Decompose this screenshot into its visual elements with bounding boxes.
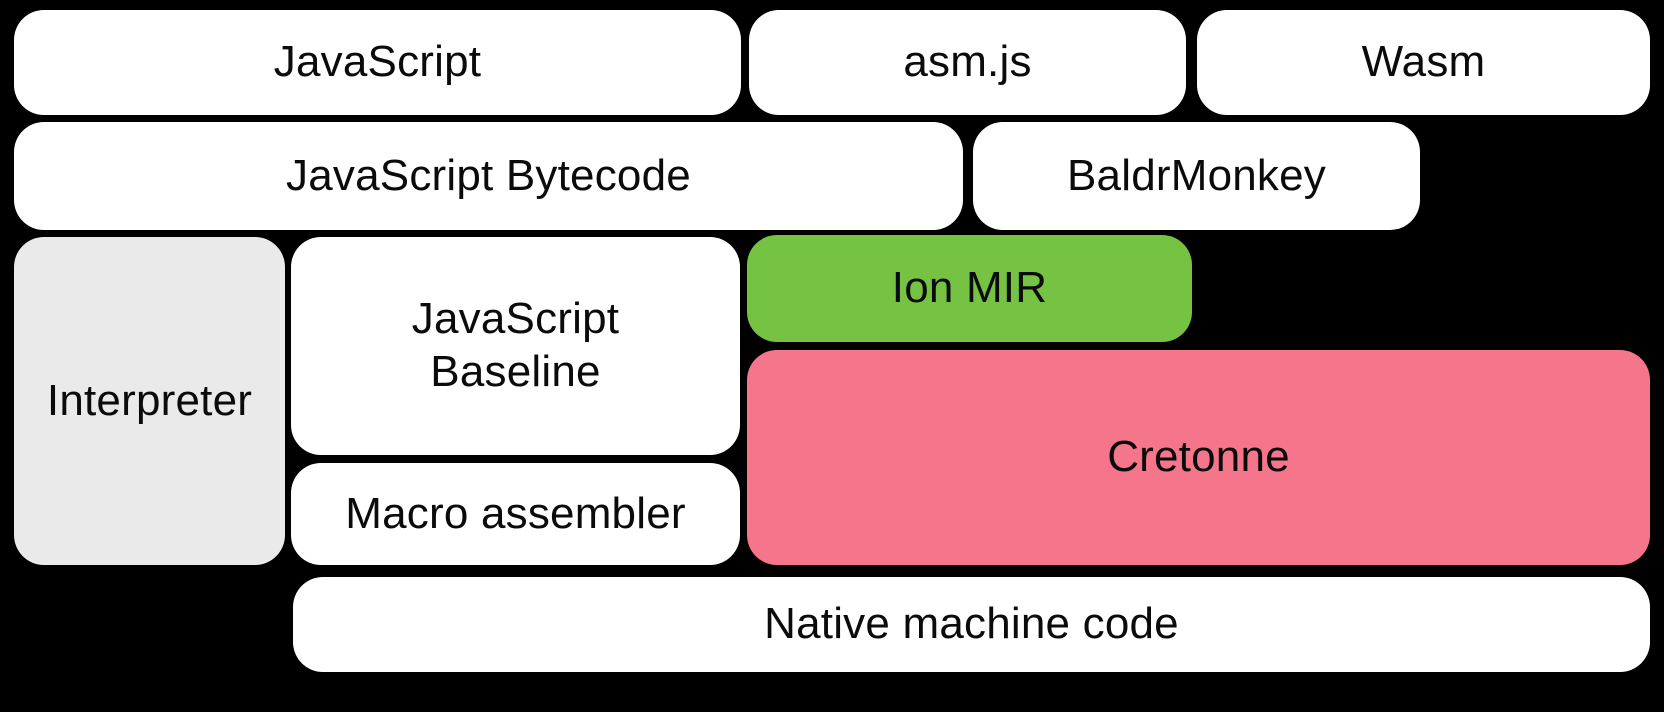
node-baldrmonkey: BaldrMonkey [973, 122, 1420, 230]
node-ion-mir-label: Ion MIR [891, 263, 1048, 313]
node-macro-assembler-label: Macro assembler [345, 488, 686, 538]
node-javascript-baseline-label: JavaScript Baseline [411, 294, 620, 396]
node-javascript-label: JavaScript [273, 37, 482, 87]
node-javascript-baseline: JavaScript Baseline [291, 237, 740, 455]
node-javascript: JavaScript [14, 10, 741, 115]
node-native-machine-code: Native machine code [293, 577, 1650, 672]
node-asmjs: asm.js [749, 10, 1186, 115]
node-interpreter-label: Interpreter [46, 375, 253, 425]
node-interpreter: Interpreter [14, 237, 285, 565]
node-wasm: Wasm [1197, 10, 1650, 115]
node-asmjs-label: asm.js [903, 37, 1032, 87]
node-wasm-label: Wasm [1361, 37, 1486, 87]
node-javascript-bytecode-label: JavaScript Bytecode [286, 150, 691, 200]
node-native-machine-code-label: Native machine code [764, 599, 1179, 649]
node-cretonne: Cretonne [747, 350, 1650, 565]
node-cretonne-label: Cretonne [1107, 432, 1290, 482]
node-ion-mir: Ion MIR [747, 235, 1192, 342]
node-baldrmonkey-label: BaldrMonkey [1067, 150, 1326, 200]
node-macro-assembler: Macro assembler [291, 463, 740, 565]
node-javascript-bytecode: JavaScript Bytecode [14, 122, 963, 230]
